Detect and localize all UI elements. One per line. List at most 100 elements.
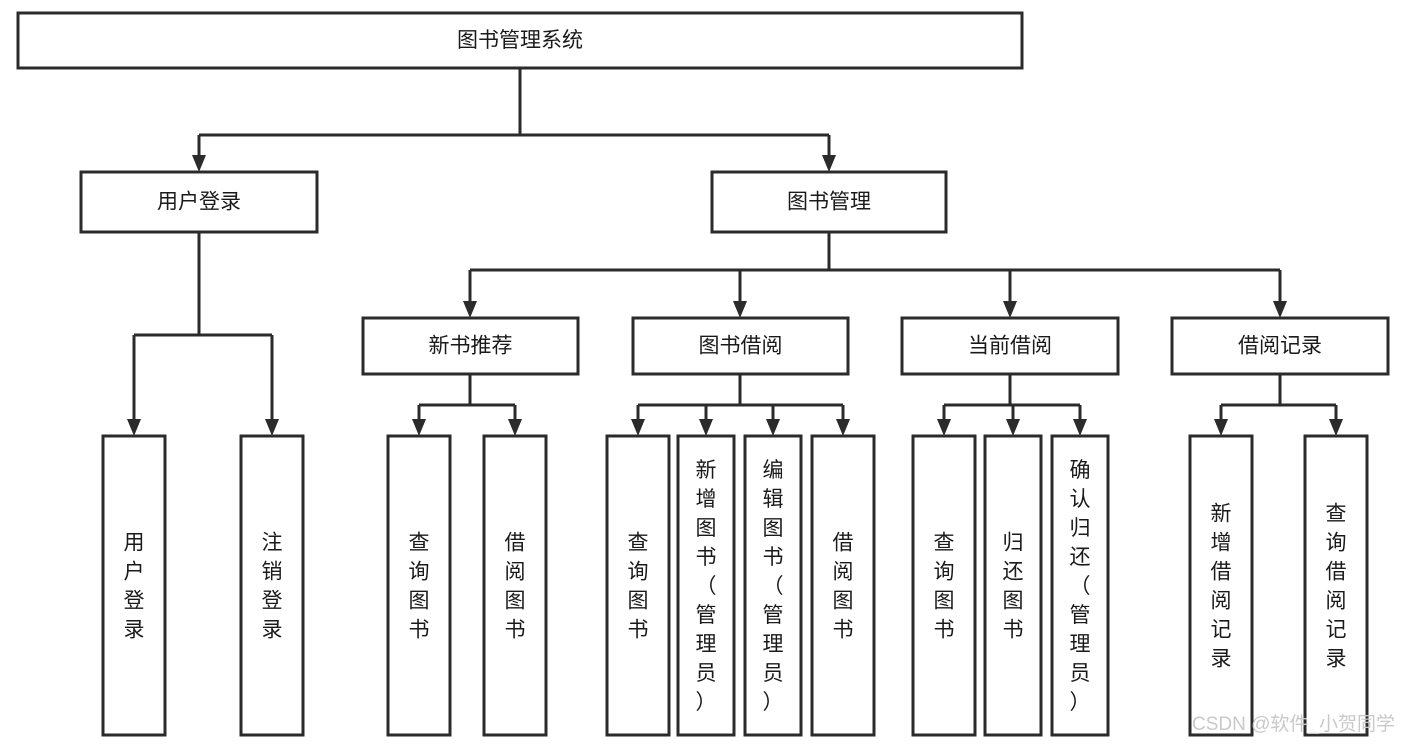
root-drop-1 [822, 135, 836, 172]
node-label: 图书管理系统 [457, 29, 583, 52]
node-leaf-logout-login[interactable]: 注销登录 [239, 434, 305, 737]
node-label: 查询图书 [628, 532, 649, 642]
arrow-head-icon [463, 301, 477, 318]
node-box[interactable] [16, 11, 1024, 70]
node-leaf-query-book-2[interactable]: 查询图书 [605, 434, 671, 737]
arrow-head-icon [836, 419, 850, 436]
node-box[interactable] [743, 434, 803, 737]
book-borrow-drop-1 [699, 405, 713, 436]
node-label: 归还图书 [1003, 532, 1024, 642]
node-current-borrow[interactable]: 当前借阅 [900, 316, 1120, 376]
arrow-head-icon [1329, 419, 1343, 436]
node-box[interactable] [631, 316, 850, 376]
new-book-drop-1 [508, 405, 522, 436]
node-new-book-recommend[interactable]: 新书推荐 [361, 316, 580, 376]
arrow-head-icon [1073, 419, 1087, 436]
arrow-head-icon [631, 419, 645, 436]
node-box[interactable] [1303, 434, 1369, 737]
book-borrow-drop-2 [766, 405, 780, 436]
node-box[interactable] [386, 434, 452, 737]
node-leaf-confirm-return-admin[interactable]: 确认归还（管理员） [1050, 434, 1110, 737]
node-box[interactable] [1188, 434, 1254, 737]
user-login-drop-0 [127, 335, 141, 436]
node-box[interactable] [900, 316, 1120, 376]
node-box[interactable] [911, 434, 977, 737]
node-book-management[interactable]: 图书管理 [710, 170, 948, 234]
borrow-record-drop-1 [1329, 405, 1343, 436]
new-book-drop-0 [412, 405, 426, 436]
arrow-head-icon [1214, 419, 1228, 436]
node-label: 用户登录 [124, 532, 145, 642]
node-leaf-borrow-book-2[interactable]: 借阅图书 [810, 434, 876, 737]
node-box[interactable] [361, 316, 580, 376]
node-box[interactable] [983, 434, 1043, 737]
node-leaf-query-borrow-record[interactable]: 查询借阅记录 [1303, 434, 1369, 737]
book-mgmt-drop-1 [733, 270, 747, 318]
arrow-head-icon [508, 419, 522, 436]
node-box[interactable] [605, 434, 671, 737]
current-borrow-drop-2 [1073, 405, 1087, 436]
node-leaf-borrow-book-1[interactable]: 借阅图书 [482, 434, 548, 737]
node-label: 借阅图书 [833, 532, 854, 642]
book-mgmt-drop-2 [1003, 270, 1017, 318]
node-box[interactable] [676, 434, 736, 737]
node-label: 用户登录 [157, 191, 241, 214]
node-label: 查询图书 [934, 532, 955, 642]
arrow-head-icon [412, 419, 426, 436]
node-box[interactable] [810, 434, 876, 737]
node-label: 新增图书（管理员） [696, 459, 717, 714]
node-leaf-add-book-admin[interactable]: 新增图书（管理员） [676, 434, 736, 737]
arrow-head-icon [699, 419, 713, 436]
node-label: 新增借阅记录 [1211, 503, 1232, 671]
current-borrow-drop-0 [937, 405, 951, 436]
csdn-watermark: CSDN @软件_小贺同学 [1192, 713, 1395, 735]
node-leaf-edit-book-admin[interactable]: 编辑图书（管理员） [743, 434, 803, 737]
node-leaf-return-book[interactable]: 归还图书 [983, 434, 1043, 737]
node-leaf-query-book-3[interactable]: 查询图书 [911, 434, 977, 737]
node-label: 图书管理 [787, 191, 871, 214]
node-label: 查询图书 [409, 532, 430, 642]
node-label: 确认归还（管理员） [1070, 459, 1091, 714]
arrow-head-icon [1273, 301, 1287, 318]
connectors-layer [127, 68, 1343, 436]
node-label: 借阅图书 [505, 532, 526, 642]
book-borrow-drop-0 [631, 405, 645, 436]
node-box[interactable] [239, 434, 305, 737]
book-mgmt-drop-0 [463, 270, 477, 318]
root-drop-0 [192, 135, 206, 172]
node-book-borrow[interactable]: 图书借阅 [631, 316, 850, 376]
node-leaf-add-borrow-record[interactable]: 新增借阅记录 [1188, 434, 1254, 737]
node-root[interactable]: 图书管理系统 [16, 11, 1024, 70]
arrow-head-icon [1003, 301, 1017, 318]
node-label: 当前借阅 [968, 335, 1052, 358]
arrow-head-icon [822, 155, 836, 172]
arrow-head-icon [937, 419, 951, 436]
node-box[interactable] [1170, 316, 1390, 376]
node-box[interactable] [79, 170, 319, 234]
arrow-head-icon [1006, 419, 1020, 436]
node-box[interactable] [101, 434, 167, 737]
arrow-head-icon [192, 155, 206, 172]
arrow-head-icon [733, 301, 747, 318]
user-login-drop-1 [265, 335, 279, 436]
book-mgmt-drop-3 [1273, 270, 1287, 318]
book-borrow-drop-3 [836, 405, 850, 436]
node-label: 注销登录 [262, 532, 283, 642]
arrow-head-icon [766, 419, 780, 436]
arrow-head-icon [127, 419, 141, 436]
arrow-head-icon [265, 419, 279, 436]
borrow-record-drop-0 [1214, 405, 1228, 436]
node-leaf-query-book-1[interactable]: 查询图书 [386, 434, 452, 737]
node-label: 图书借阅 [699, 335, 783, 358]
node-label: 查询借阅记录 [1326, 503, 1347, 671]
node-borrow-record[interactable]: 借阅记录 [1170, 316, 1390, 376]
node-box[interactable] [1050, 434, 1110, 737]
node-leaf-user-login[interactable]: 用户登录 [101, 434, 167, 737]
node-user-login[interactable]: 用户登录 [79, 170, 319, 234]
node-label: 编辑图书（管理员） [763, 459, 784, 714]
node-box[interactable] [710, 170, 948, 234]
current-borrow-drop-1 [1006, 405, 1020, 436]
node-box[interactable] [482, 434, 548, 737]
